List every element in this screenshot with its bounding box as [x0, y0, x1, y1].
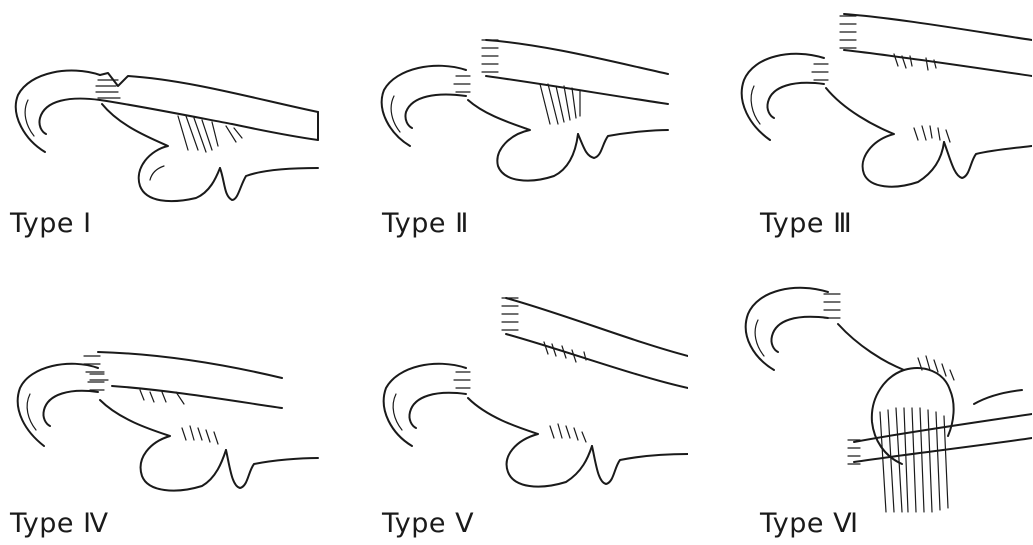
- panel-type-5: Type Ⅴ: [344, 272, 688, 544]
- panel-type-1: Type Ⅰ: [0, 0, 344, 272]
- label-type-5: Type Ⅴ: [382, 508, 474, 539]
- label-type-1: Type Ⅰ: [10, 208, 92, 239]
- label-type-4: Type Ⅳ: [10, 508, 109, 539]
- panel-type-2: Type Ⅱ: [344, 0, 688, 272]
- label-type-6: Type Ⅵ: [760, 508, 859, 539]
- panel-type-3: Type Ⅲ: [688, 0, 1032, 272]
- type-6-drawing: [688, 272, 1032, 544]
- panel-type-6: Type Ⅵ: [688, 272, 1032, 544]
- label-type-3: Type Ⅲ: [760, 208, 852, 239]
- type-4-drawing: [0, 272, 344, 544]
- label-type-2: Type Ⅱ: [382, 208, 469, 239]
- type-5-drawing: [344, 272, 688, 544]
- type-3-drawing: [688, 0, 1032, 272]
- panel-type-4: Type Ⅳ: [0, 272, 344, 544]
